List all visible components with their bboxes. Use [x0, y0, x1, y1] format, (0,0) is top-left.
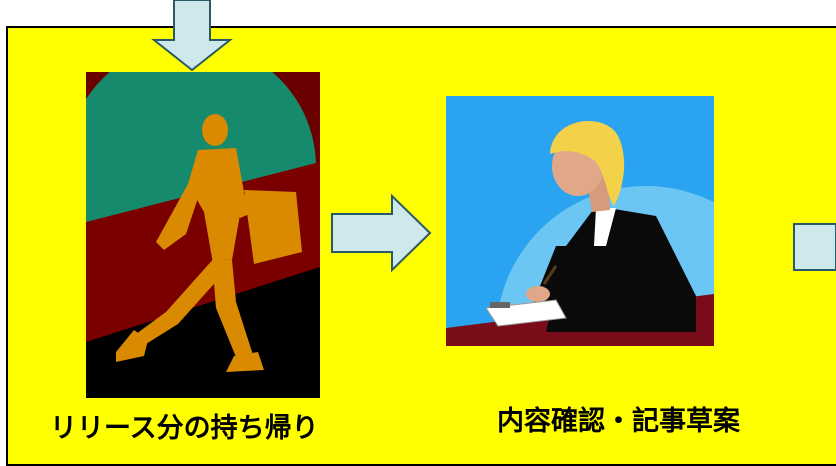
right-arrow-icon	[793, 223, 836, 271]
down-arrow-icon	[151, 0, 233, 72]
right-arrow-icon	[331, 194, 432, 272]
person-carrying-briefcase-illustration	[86, 72, 320, 398]
step-1-caption: リリース分の持ち帰り	[50, 413, 319, 444]
step-2-caption: 内容確認・記事草案	[497, 406, 740, 437]
woman-writing-at-desk-illustration	[446, 96, 714, 346]
